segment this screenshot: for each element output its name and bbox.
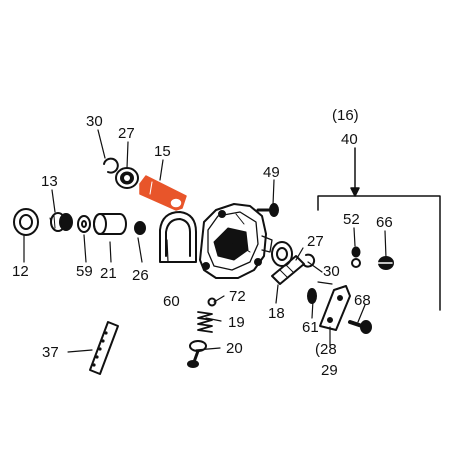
label-part-66: 66 bbox=[376, 214, 393, 231]
part-labels: (16) 40 30 27 15 13 49 52 66 27 30 12 59… bbox=[12, 107, 393, 379]
part-66-nut bbox=[377, 256, 394, 270]
part-72-ball bbox=[207, 297, 217, 307]
label-group-16: (16) bbox=[332, 107, 359, 124]
part-59-o-ring bbox=[77, 215, 91, 233]
label-part-49: 49 bbox=[263, 164, 280, 181]
label-part-29: 29 bbox=[321, 362, 338, 379]
part-13-seal bbox=[49, 212, 73, 232]
label-part-21: 21 bbox=[100, 265, 117, 282]
label-part-61: 61 bbox=[302, 319, 319, 336]
label-part-13: 13 bbox=[41, 173, 58, 190]
label-part-30-right: 30 bbox=[323, 263, 340, 280]
label-part-72: 72 bbox=[229, 288, 246, 305]
label-part-18: 18 bbox=[268, 305, 285, 322]
part-26-plug bbox=[134, 221, 146, 235]
label-part-40: 40 bbox=[341, 131, 358, 148]
label-part-30-top: 30 bbox=[86, 113, 103, 130]
part-52-pin bbox=[351, 246, 361, 268]
part-12-washer bbox=[13, 208, 39, 236]
label-part-59: 59 bbox=[76, 263, 93, 280]
part-27-right-bearing bbox=[271, 241, 293, 267]
part-15-shaft-highlighted bbox=[139, 175, 187, 211]
part-61-washer bbox=[307, 288, 317, 304]
part-30-right-circlip bbox=[303, 253, 316, 268]
part-28-lever bbox=[319, 285, 351, 331]
part-19-spring bbox=[197, 311, 213, 333]
label-part-52: 52 bbox=[343, 211, 360, 228]
label-part-27-right: 27 bbox=[307, 233, 324, 250]
label-part-12: 12 bbox=[12, 263, 29, 280]
part-27-bearing bbox=[115, 167, 139, 189]
label-part-60: 60 bbox=[163, 293, 180, 310]
label-part-68: 68 bbox=[354, 292, 371, 309]
main-housing bbox=[199, 203, 273, 279]
assembly-bracket bbox=[317, 147, 441, 311]
label-part-37: 37 bbox=[42, 344, 59, 361]
label-part-27-top: 27 bbox=[118, 125, 135, 142]
part-68-screw bbox=[348, 320, 372, 334]
label-part-19: 19 bbox=[228, 314, 245, 331]
part-30-circlip bbox=[103, 157, 119, 174]
part-18-shaft bbox=[271, 255, 305, 285]
label-part-26: 26 bbox=[132, 267, 149, 284]
part-37-rack bbox=[89, 321, 119, 375]
part-20-plunger bbox=[187, 340, 207, 368]
part-21-bushing bbox=[93, 213, 127, 235]
part-60-gasket bbox=[159, 211, 197, 263]
label-part-28: (28 bbox=[315, 341, 337, 358]
label-part-20: 20 bbox=[226, 340, 243, 357]
part-49-bolt bbox=[256, 203, 279, 217]
label-part-15: 15 bbox=[154, 143, 171, 160]
